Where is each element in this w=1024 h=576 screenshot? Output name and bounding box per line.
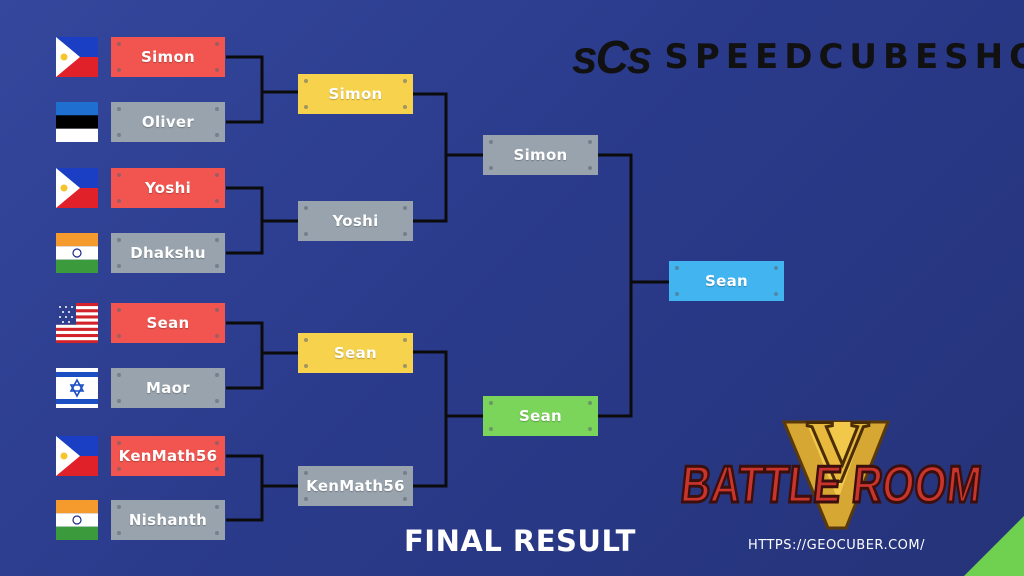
- player-name: Nishanth: [128, 511, 208, 529]
- round2-player-box: Yoshi: [298, 201, 413, 241]
- player-name: Maor: [146, 379, 190, 397]
- player-name: Simon: [140, 48, 196, 66]
- round1-player-box: Oliver: [111, 102, 225, 142]
- player-name: Oliver: [141, 113, 195, 131]
- semifinal-player-box: Simon: [483, 135, 598, 175]
- final-result-title: FINAL RESULT: [404, 524, 636, 558]
- round1-player-box: Dhakshu: [111, 233, 225, 273]
- round1-player-box: Yoshi: [111, 168, 225, 208]
- player-name: Simon: [513, 146, 568, 164]
- round1-player-box: KenMath56: [111, 436, 225, 476]
- player-name: Dhakshu: [130, 244, 206, 262]
- round1-player-box: Maor: [111, 368, 225, 408]
- usa-flag-icon: [56, 303, 98, 343]
- philippines-flag-icon: [56, 37, 98, 77]
- logo-title: BATTLE ROOM: [678, 456, 984, 514]
- player-name: Sean: [519, 407, 562, 425]
- battle-room-logo: V BATTLE ROOM: [677, 420, 986, 530]
- logo-numeral: V: [806, 420, 870, 500]
- israel-flag-icon: [56, 368, 98, 408]
- player-name: Yoshi: [332, 212, 379, 230]
- round1-player-box: Sean: [111, 303, 225, 343]
- semifinal-player-box: Sean: [483, 396, 598, 436]
- player-name: Sean: [334, 344, 377, 362]
- corner-accent: [964, 516, 1024, 576]
- player-name: Simon: [328, 85, 383, 103]
- round1-player-box: Nishanth: [111, 500, 225, 540]
- india-flag-icon: [56, 233, 98, 273]
- india-flag-icon: [56, 500, 98, 540]
- philippines-flag-icon: [56, 436, 98, 476]
- champion-name: Sean: [705, 272, 748, 290]
- estonia-flag-icon: [56, 102, 98, 142]
- logo-wordmark: SPEEDCUBESHOP: [664, 37, 1024, 77]
- speedcubeshop-logo: sCs SPEEDCUBESHOP: [572, 24, 1024, 90]
- round1-player-box: Simon: [111, 37, 225, 77]
- website-link[interactable]: HTTPS://GEOCUBER.COM/: [748, 538, 926, 553]
- player-name: Sean: [146, 314, 190, 332]
- logo-mark: sCs: [572, 31, 652, 83]
- round2-player-box: KenMath56: [298, 466, 413, 506]
- round2-player-box: Sean: [298, 333, 413, 373]
- round2-player-box: Simon: [298, 74, 413, 114]
- philippines-flag-icon: [56, 168, 98, 208]
- player-name: KenMath56: [306, 477, 405, 495]
- player-name: Yoshi: [144, 179, 192, 197]
- player-name: KenMath56: [118, 447, 218, 465]
- champion-box: Sean: [669, 261, 784, 301]
